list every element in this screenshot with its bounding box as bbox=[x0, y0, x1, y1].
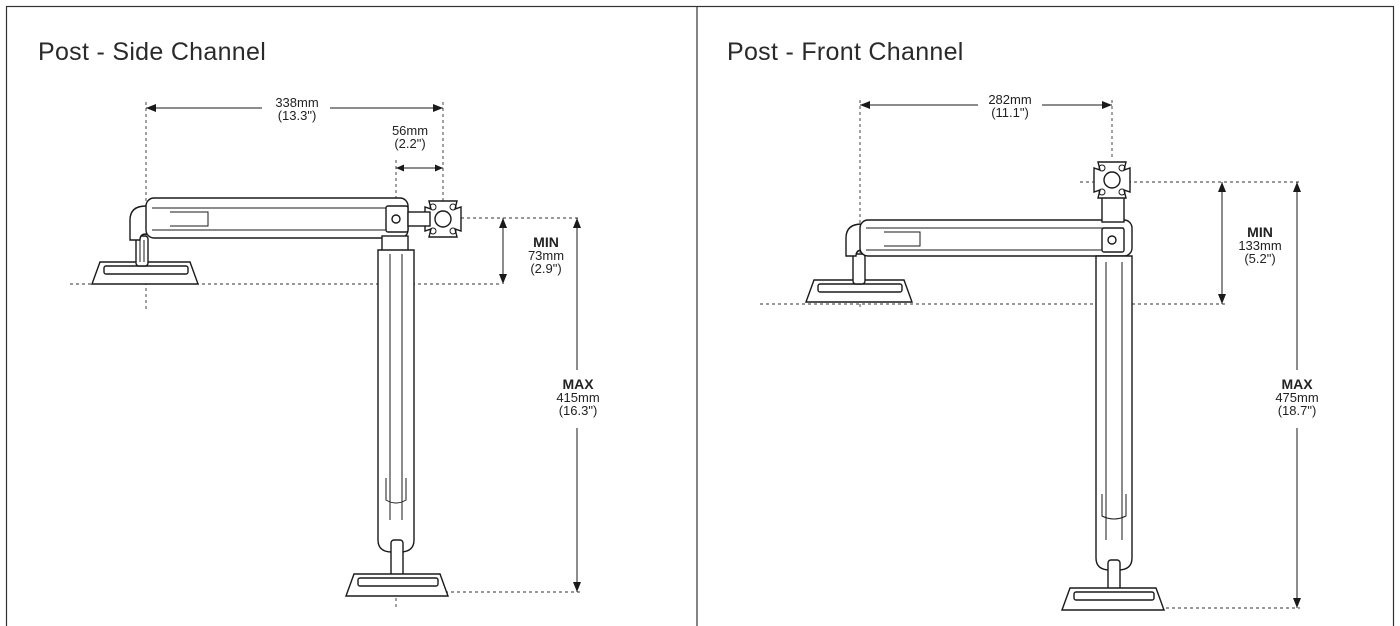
max-in: (16.3") bbox=[558, 403, 598, 418]
side-channel-drawing bbox=[70, 102, 581, 610]
reach-in: (11.1") bbox=[991, 105, 1029, 120]
min-label: MIN bbox=[1247, 224, 1273, 240]
reach-in: (13.3") bbox=[277, 108, 317, 123]
reach-dimension-side: 338mm (13.3") bbox=[265, 96, 329, 122]
min-mm: 73mm bbox=[527, 248, 565, 263]
max-in: (18.7") bbox=[1277, 403, 1317, 418]
offset-dimension-side: 56mm (2.2") bbox=[386, 124, 434, 150]
min-dimension-side: MIN 73mm (2.9") bbox=[516, 234, 576, 276]
reach-mm: 338mm bbox=[275, 95, 319, 110]
min-dimension-front: MIN 133mm (5.2") bbox=[1228, 224, 1292, 266]
min-in: (2.9") bbox=[530, 261, 562, 276]
reach-mm: 282mm bbox=[988, 92, 1032, 107]
max-dimension-front: MAX 475mm (18.7") bbox=[1269, 376, 1325, 418]
offset-in: (2.2") bbox=[394, 136, 426, 151]
max-mm: 415mm bbox=[556, 390, 600, 405]
min-label: MIN bbox=[533, 234, 559, 250]
max-dimension-side: MAX 415mm (16.3") bbox=[550, 376, 606, 418]
min-mm: 133mm bbox=[1238, 238, 1282, 253]
offset-mm: 56mm bbox=[391, 123, 429, 138]
max-mm: 475mm bbox=[1275, 390, 1319, 405]
min-in: (5.2") bbox=[1244, 251, 1276, 266]
max-label: MAX bbox=[1281, 376, 1313, 392]
panel-title-front-channel: Post - Front Channel bbox=[727, 38, 964, 66]
reach-dimension-front: 282mm (11.1") bbox=[980, 93, 1040, 119]
max-label: MAX bbox=[562, 376, 594, 392]
panel-title-side-channel: Post - Side Channel bbox=[38, 38, 267, 66]
